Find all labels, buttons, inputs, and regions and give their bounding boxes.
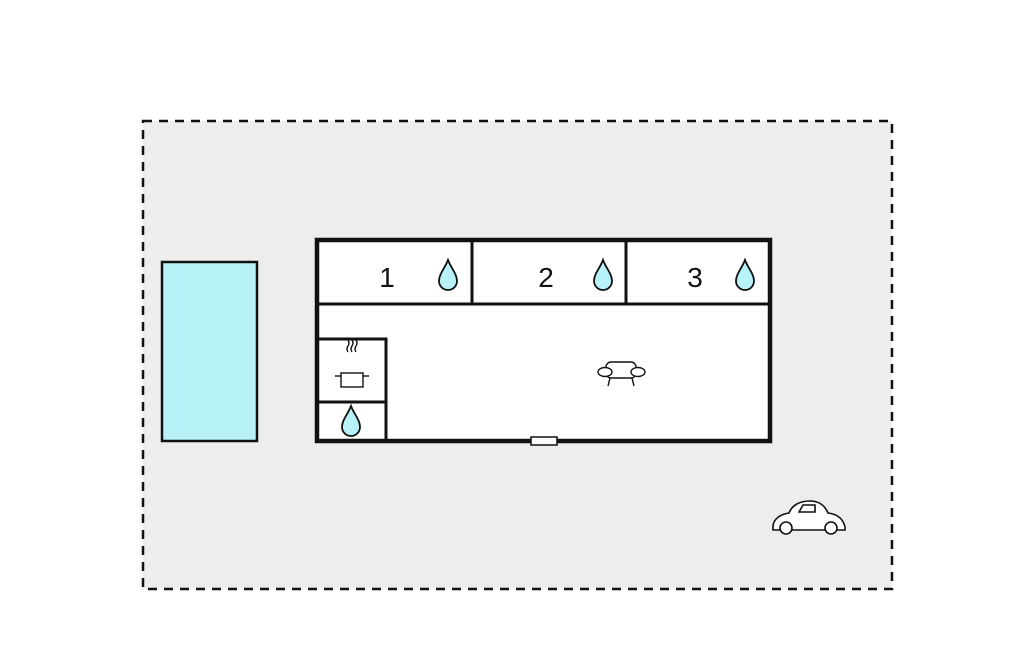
kitchen-wall [317,337,388,441]
door-icon [530,436,558,446]
water-drop-icon [735,257,755,291]
sofa-icon [597,361,646,387]
house-outline [314,237,773,444]
room-2-number: 2 [538,262,554,293]
car-icon [772,500,846,535]
room-3-number: 3 [687,262,703,293]
water-drop-icon [593,257,613,291]
water-drop-icon [341,403,361,437]
house [314,237,773,446]
water-drop-icon [438,257,458,291]
pool [160,260,259,443]
room-1-number: 1 [379,262,395,293]
cooking-pot-icon [335,339,369,388]
